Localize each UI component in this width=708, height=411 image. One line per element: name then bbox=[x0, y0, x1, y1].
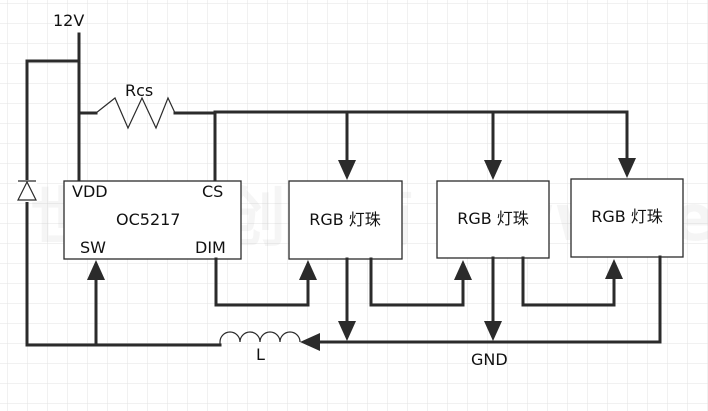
led-module-2: RGB 灯珠 bbox=[436, 180, 550, 259]
led-module-1: RGB 灯珠 bbox=[288, 180, 403, 260]
dim-wire-2 bbox=[369, 257, 472, 307]
dim-wire-1 bbox=[214, 257, 317, 307]
ground-label: GND bbox=[471, 350, 508, 369]
sw-arrow bbox=[87, 260, 105, 347]
resistor-rcs bbox=[77, 96, 629, 182]
bus-arrow-1 bbox=[338, 110, 356, 180]
pin-cs-label: CS bbox=[202, 182, 223, 201]
ic-name-label: OC5217 bbox=[116, 210, 180, 229]
diode-symbol bbox=[17, 180, 37, 202]
pin-dim-label: DIM bbox=[195, 238, 226, 257]
led-module-label: RGB 灯珠 bbox=[457, 209, 529, 228]
dim-wire-3 bbox=[521, 256, 623, 307]
pin-vdd-label: VDD bbox=[72, 182, 108, 201]
supply-label: 12V bbox=[53, 11, 84, 30]
ic-oc5217: VDD CS OC5217 SW DIM bbox=[63, 180, 242, 260]
inductor-label: L bbox=[256, 345, 265, 364]
pin-sw-label: SW bbox=[80, 238, 106, 257]
bus-arrow-2 bbox=[484, 110, 502, 180]
led-module-label: RGB 灯珠 bbox=[309, 210, 381, 229]
gnd-arrow-2 bbox=[484, 256, 502, 341]
led-module-3: RGB 灯珠 bbox=[570, 178, 684, 258]
supply-wire bbox=[25, 32, 222, 347]
resistor-label: Rcs bbox=[125, 81, 153, 100]
gnd-bus bbox=[300, 255, 662, 351]
bus-arrow-3 bbox=[618, 110, 636, 178]
gnd-arrow-1 bbox=[338, 257, 356, 341]
inductor-symbol bbox=[219, 331, 301, 345]
led-module-label: RGB 灯珠 bbox=[591, 207, 663, 226]
